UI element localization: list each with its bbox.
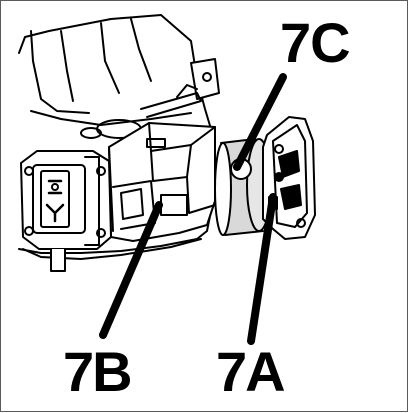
leader-line-7b: [99, 201, 163, 339]
top-bracket-tab: [140, 58, 220, 118]
part-7a-end-plate: [262, 116, 316, 240]
switch-module: [20, 150, 112, 272]
callout-label-7c: 7C: [280, 11, 351, 74]
leader-line-7c: [233, 73, 287, 171]
callout-label-7b: 7B: [63, 340, 133, 403]
callout-leader-lines: [99, 73, 287, 345]
callout-label-7a: 7A: [216, 340, 286, 403]
mount-bracket: [108, 122, 216, 242]
leader-line-7a: [247, 193, 277, 345]
